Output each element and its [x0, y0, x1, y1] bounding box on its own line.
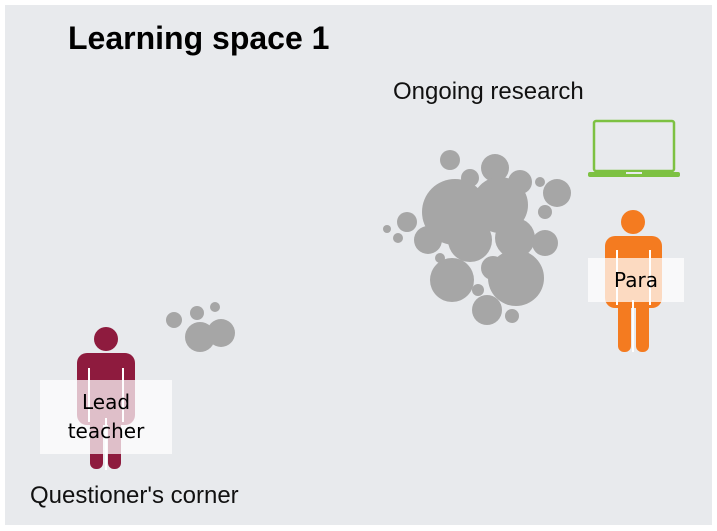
laptop-icon [588, 119, 680, 177]
lead-teacher-label-line2: teacher [67, 419, 145, 443]
para-label: Para [588, 258, 684, 302]
ongoing-research-bubble-cluster [383, 150, 571, 325]
ongoing-research-label: Ongoing research [393, 78, 584, 105]
lead-teacher-label: Lead teacher [40, 380, 172, 454]
questioners-corner-label: Questioner's corner [30, 482, 239, 509]
lead-teacher-label-line1: Lead [81, 390, 131, 414]
questioners-corner-bubble-cluster [166, 302, 235, 352]
page-title: Learning space 1 [68, 20, 330, 56]
